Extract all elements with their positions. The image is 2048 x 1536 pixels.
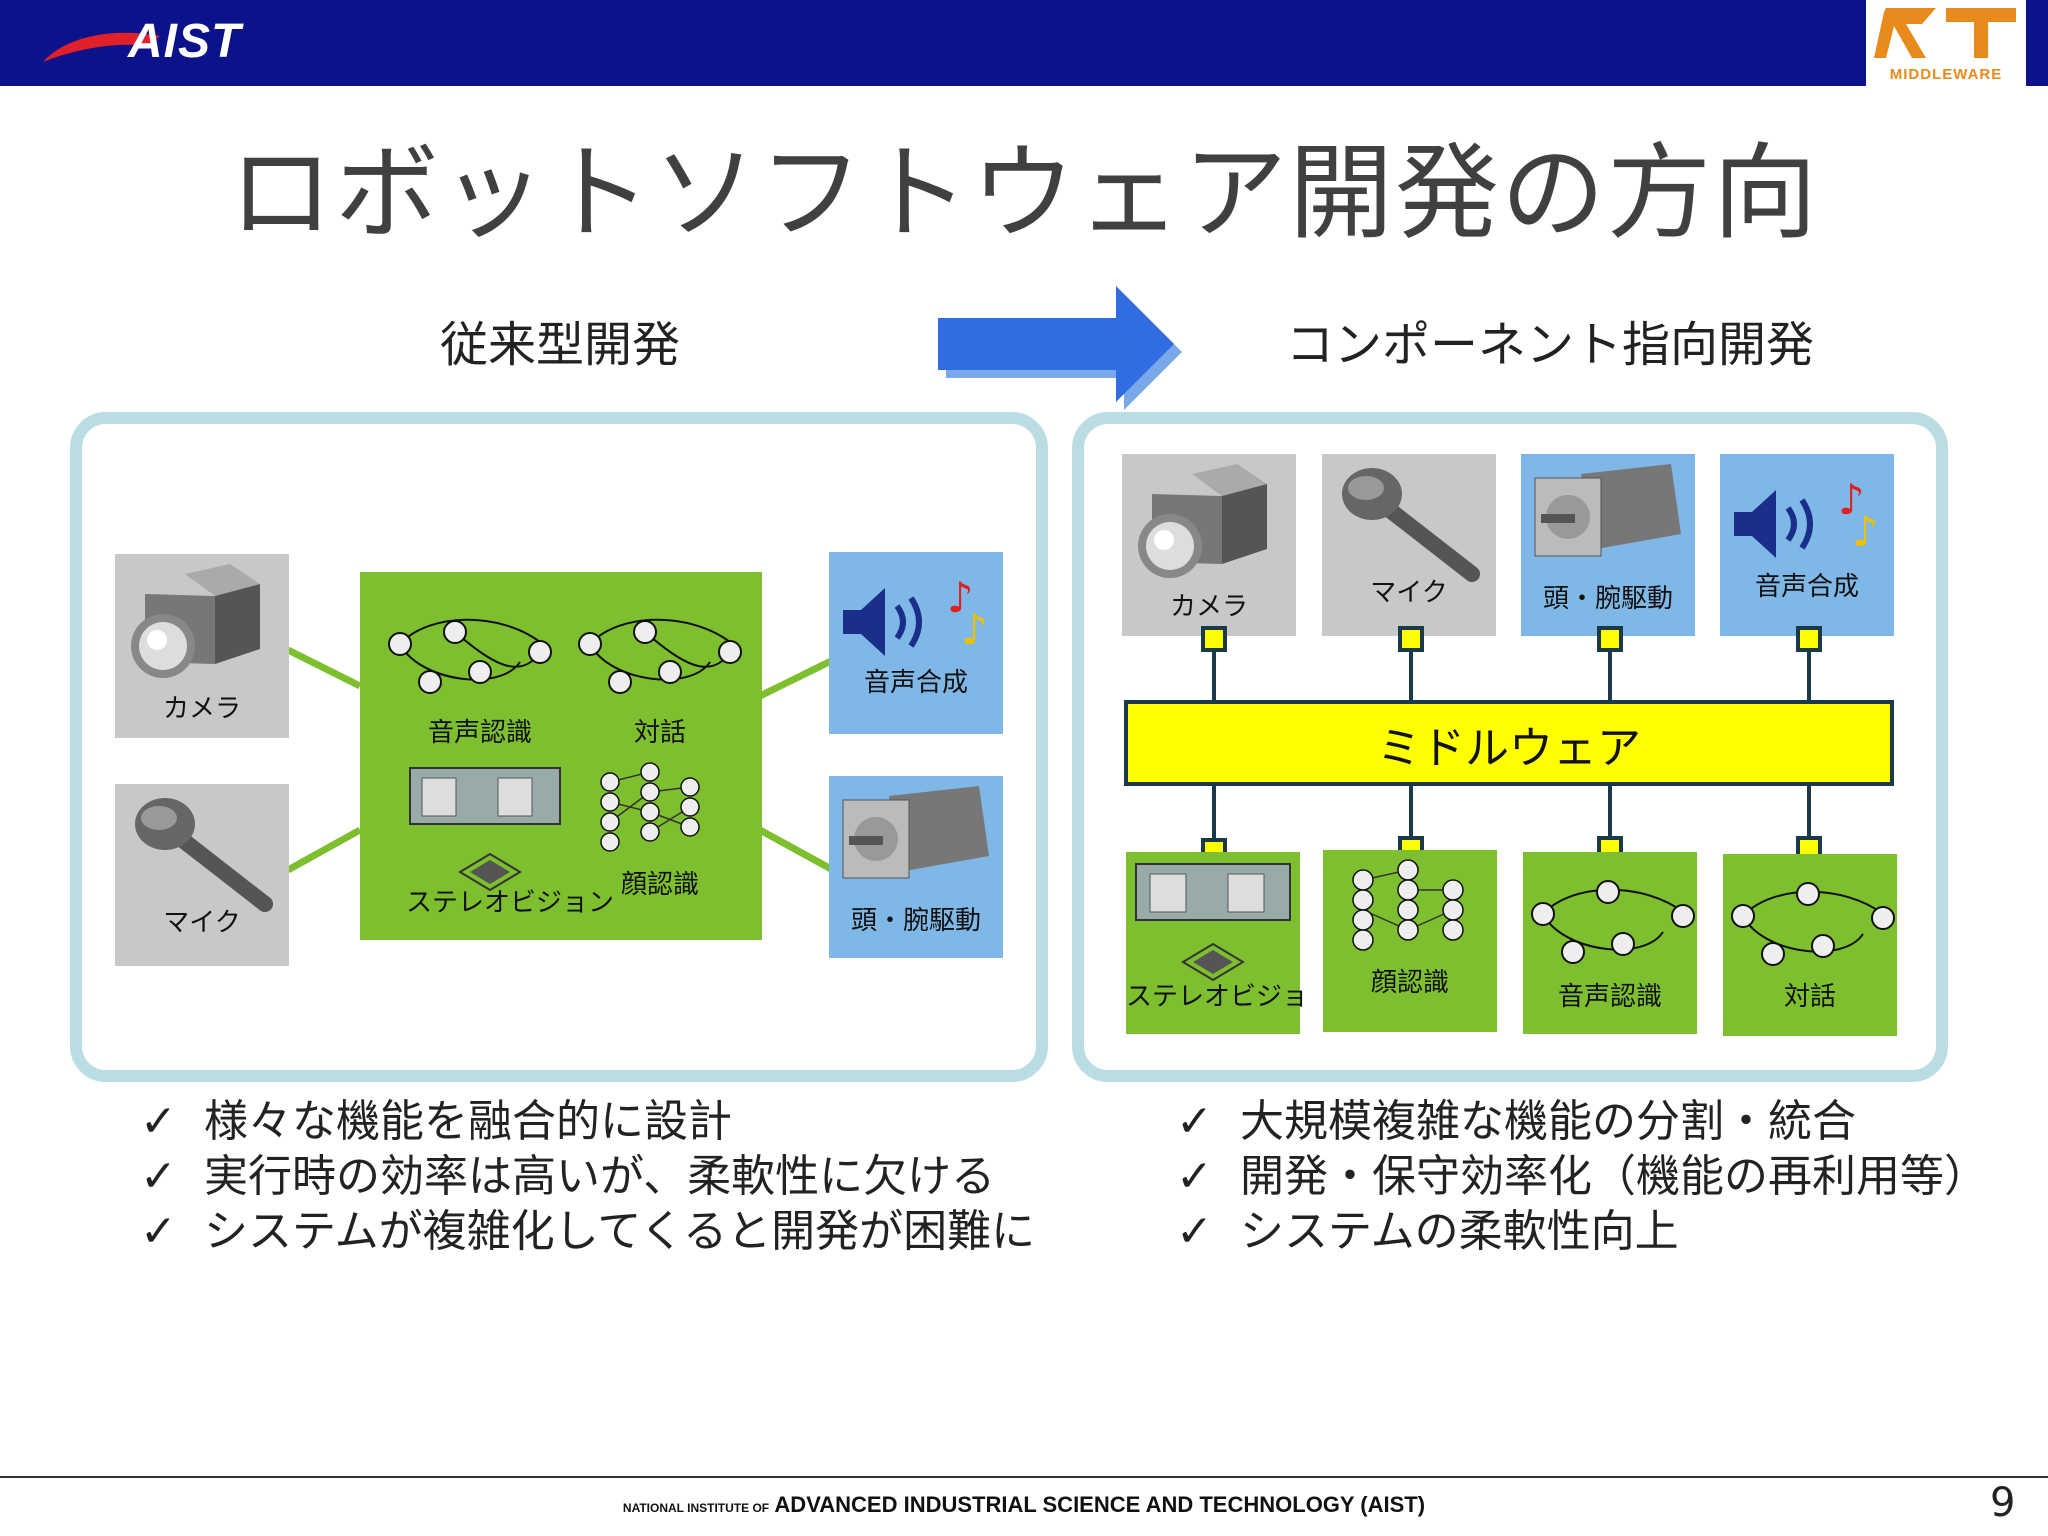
head-arm-drive-tile: 頭・腕駆動 [829,776,1003,958]
camera-tile: カメラ [115,554,289,738]
component-port [1796,626,1822,652]
connector-line [1807,786,1811,838]
check-icon: ✓ [1176,1151,1213,1202]
traditional-dev-panel [70,412,1048,1082]
connector-line [1409,650,1413,702]
head-arm-label: 頭・腕駆動 [850,906,981,936]
footer-name: ADVANCED INDUSTRIAL SCIENCE AND TECHNOLO… [774,1492,1426,1517]
microphone-icon [1342,468,1480,582]
microphone-icon [135,798,273,912]
rc-speech-synth-label: 音声合成 [1754,572,1859,602]
neural-net-icon [1352,859,1464,951]
stereo-vision-label: ステレオビジョン [405,888,614,918]
connector-line [1212,650,1216,702]
connector-line [1608,650,1612,702]
rc-face-tile: 顔認識 [1323,850,1497,1032]
bullet-item: ✓ システムが複雑化してくると開発が困難に [140,1204,1035,1259]
connector-line [1409,786,1413,836]
component-port [1201,626,1227,652]
dialog-label: 対話 [633,718,686,748]
connector-line [1608,786,1612,838]
rc-stereo-tile: ステレオビジョ [1126,852,1309,1034]
svg-text:♪: ♪ [1838,475,1865,524]
bullet-text: 実行時の効率は高いが、柔軟性に欠ける [204,1151,996,1202]
bullet-item: ✓ 実行時の効率は高いが、柔軟性に欠ける [140,1149,1035,1204]
left-connector-lines [288,646,835,874]
svg-text:♪: ♪ [947,573,974,622]
speech-synth-label: 音声合成 [863,668,968,698]
rt-logo-subtitle: MIDDLEWARE [1889,66,2003,83]
integrated-function-block: 音声認識 対話 ステレオビジョン 顔認識 [360,572,762,940]
left-bullet-list: ✓ 様々な機能を融合的に設計 ✓ 実行時の効率は高いが、柔軟性に欠ける ✓ システムが… [140,1094,1035,1259]
speech-recog-label: 音声認識 [427,718,532,748]
rc-head-arm-label: 頭・腕駆動 [1542,584,1673,614]
aist-logo-swoosh [43,32,160,62]
mic-tile: マイク [115,784,289,966]
motor-icon [842,786,989,879]
bullet-text: 様々な機能を融合的に設計 [204,1096,732,1147]
camera-icon [131,564,260,678]
footer-institution: NATIONAL INSTITUTE OF ADVANCED INDUSTRIA… [0,1492,2048,1518]
speaker-music-icon: ♪ ♪ [843,573,988,656]
bullet-text: 大規模複雑な機能の分割・統合 [1240,1096,1856,1147]
right-subheading: コンポーネント指向開発 [1286,317,1815,373]
footer-divider [0,1476,2048,1478]
camera-icon [1138,464,1267,578]
camera-label: カメラ [162,694,241,724]
bullet-text: 開発・保守効率化（機能の再利用等） [1240,1151,1988,1202]
rc-head-arm-tile: 頭・腕駆動 [1521,454,1695,636]
rt-middleware-logo [1866,0,2026,86]
page-title: ロボットソフトウェア開発の方向 [228,132,1819,254]
left-subheading: 従来型開発 [440,317,681,373]
rc-dialog-label: 対話 [1783,982,1836,1012]
speech-synth-tile: ♪ ♪ 音声合成 [829,552,1003,734]
neural-net-icon [600,762,700,852]
rc-face-label: 顔認識 [1370,968,1449,998]
connector-line [1807,650,1811,702]
check-icon: ✓ [140,1206,177,1257]
stereo-cubes-icon [409,767,561,892]
bullet-text: システムが複雑化してくると開発が困難に [204,1206,1036,1257]
bullet-item: ✓ 開発・保守効率化（機能の再利用等） [1176,1149,1988,1204]
speaker-music-icon: ♪ ♪ [1734,475,1879,558]
middleware-label: ミドルウェア [1377,723,1641,774]
bullet-item: ✓ システムの柔軟性向上 [1176,1204,1988,1259]
motor-icon [1534,464,1681,557]
rc-dialog-tile: 対話 [1723,854,1897,1036]
footer-prefix: NATIONAL INSTITUTE OF [622,1501,770,1515]
svg-text:♪: ♪ [961,605,988,654]
rc-speech-recog-tile: 音声認識 [1523,852,1697,1034]
check-icon: ✓ [1176,1206,1213,1257]
page-number: 9 [1990,1480,2016,1526]
rc-mic-label: マイク [1370,578,1448,608]
bullet-item: ✓ 様々な機能を融合的に設計 [140,1094,1035,1149]
state-graph-icon [1731,882,1895,966]
component-port [1597,626,1623,652]
check-icon: ✓ [140,1096,177,1147]
component-port [1398,626,1424,652]
rc-camera-label: カメラ [1169,592,1248,622]
header-bar [0,0,2048,86]
aist-logo-text: AIST [128,15,242,68]
stereo-cubes-icon [1135,863,1291,982]
connector-line [1212,786,1216,846]
check-icon: ✓ [1176,1096,1213,1147]
state-graph-icon [1531,880,1695,964]
mic-label: マイク [163,908,241,938]
middleware-bar [1124,700,1894,786]
svg-text:♪: ♪ [1852,507,1879,556]
right-bullet-list: ✓ 大規模複雑な機能の分割・統合 ✓ 開発・保守効率化（機能の再利用等） ✓ システム… [1176,1094,1988,1259]
check-icon: ✓ [140,1151,177,1202]
rc-camera-tile: カメラ [1122,454,1296,636]
state-graph-icons [388,618,742,892]
rc-mic-tile: マイク [1322,454,1496,636]
face-recog-label: 顔認識 [620,870,699,900]
rc-stereo-label: ステレオビジョ [1126,982,1309,1012]
bullet-item: ✓ 大規模複雑な機能の分割・統合 [1176,1094,1988,1149]
rc-speech-recog-label: 音声認識 [1557,982,1662,1012]
bullet-text: システムの柔軟性向上 [1240,1206,1679,1257]
right-arrow-icon [938,286,1182,410]
rc-speech-synth-tile: ♪ ♪ 音声合成 [1720,454,1894,636]
